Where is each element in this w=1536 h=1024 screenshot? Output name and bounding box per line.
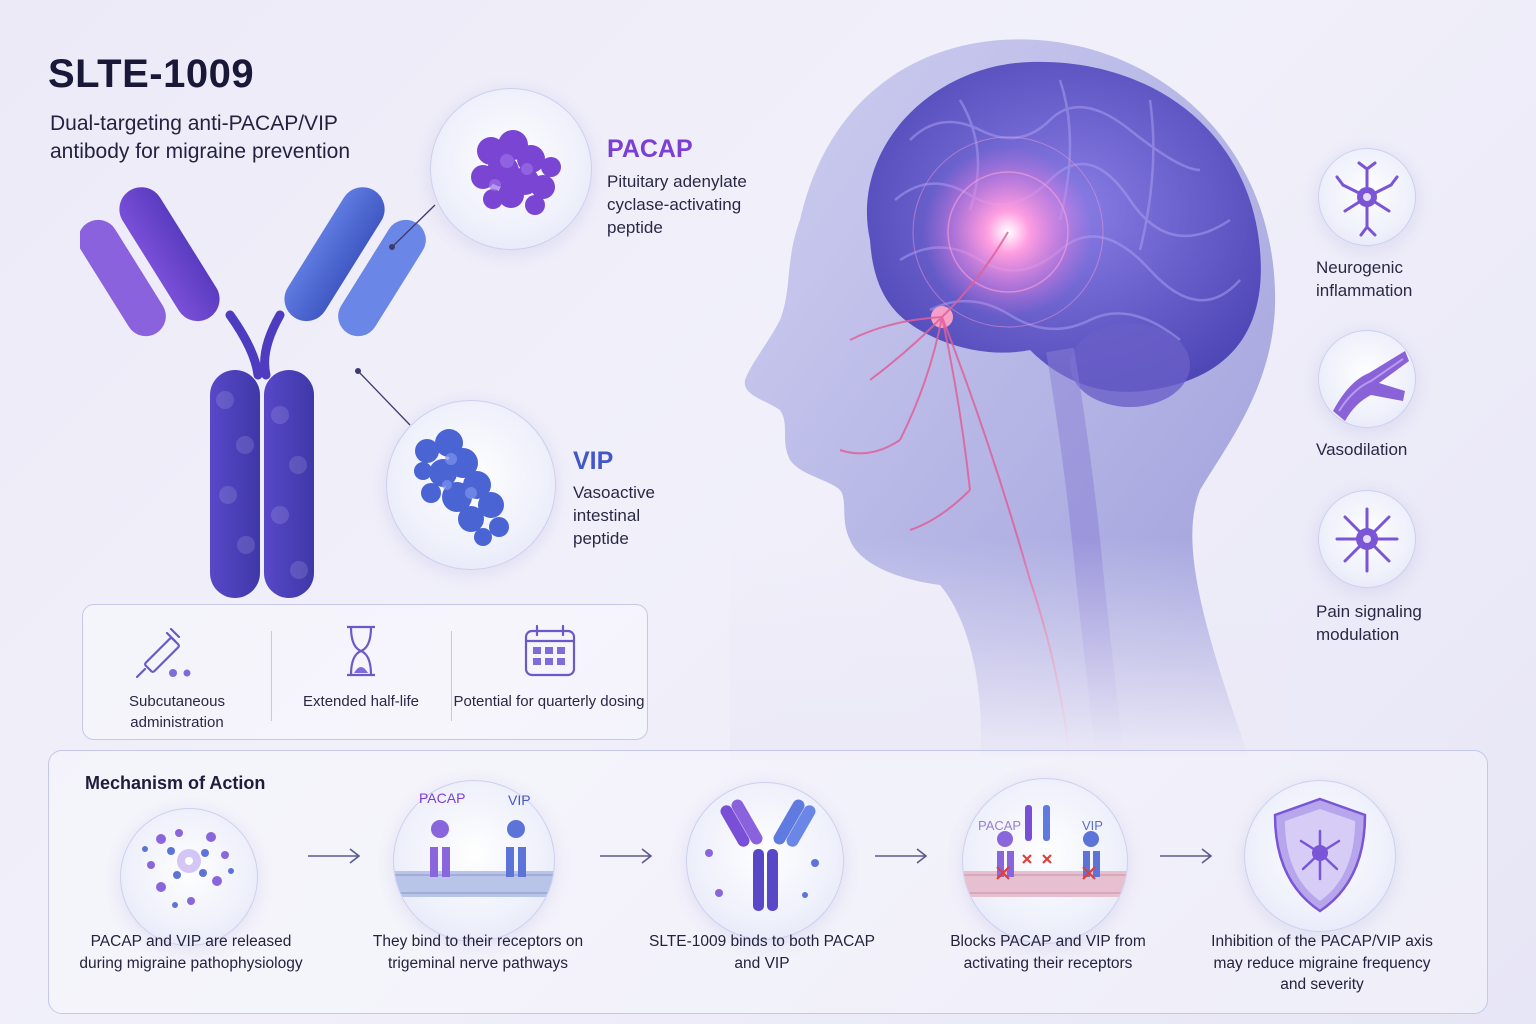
shield-icon — [1273, 797, 1367, 913]
property-subcutaneous-label: Subcutaneous administration — [129, 693, 225, 731]
arrow-icon — [308, 848, 361, 864]
effect-pain-signaling: Pain signaling modulation — [1316, 602, 1422, 644]
released-peptides-icon — [142, 829, 234, 908]
step-4-pacap-tag: PACAP — [978, 818, 1022, 833]
blood-vessel-icon — [1333, 351, 1409, 421]
mechanism-title: Mechanism of Action — [85, 773, 266, 793]
hourglass-icon — [347, 625, 375, 677]
pacap-molecule-icon — [471, 130, 561, 215]
step-2-illustration — [393, 780, 555, 942]
step-3-illustration — [686, 782, 844, 940]
neuron-signal-icon — [1335, 507, 1399, 573]
page-title: SLTE-1009 — [48, 52, 255, 96]
head-brain-illustration — [730, 20, 1290, 760]
pain-signaling-icon-circle — [1318, 490, 1416, 588]
neurogenic-inflammation-icon-circle — [1318, 148, 1416, 246]
vip-label: VIP — [573, 447, 614, 475]
properties-panel: Subcutaneous administration Extended hal… — [82, 604, 648, 740]
property-subcutaneous: Subcutaneous administration — [83, 605, 271, 739]
neuron-icon — [1335, 161, 1399, 237]
syringe-icon — [135, 627, 191, 679]
antibody-illustration — [80, 187, 436, 598]
property-half-life: Extended half-life — [271, 605, 451, 739]
property-quarterly-dosing-label: Potential for quarterly dosing — [453, 693, 645, 710]
vip-molecule-icon — [414, 429, 509, 546]
step-1-text: PACAP and VIP are released during migrai… — [79, 933, 303, 972]
step-4-illustration — [962, 778, 1128, 944]
property-divider — [271, 631, 272, 721]
property-half-life-label: Extended half-life — [303, 693, 419, 710]
arrow-icon — [600, 848, 653, 864]
receptor-blocked-icon — [963, 805, 1127, 897]
pacap-molecule-circle — [430, 88, 592, 250]
step-5-illustration — [1244, 780, 1396, 932]
effect-vasodilation: Vasodilation — [1316, 440, 1408, 459]
vasodilation-icon-circle — [1318, 330, 1416, 428]
property-quarterly-dosing: Potential for quarterly dosing — [451, 605, 647, 739]
step-4-vip-tag: VIP — [1082, 818, 1103, 833]
step-1-illustration — [120, 808, 258, 946]
receptor-binding-icon — [394, 820, 554, 897]
arrow-icon — [875, 848, 928, 864]
vip-molecule-circle — [386, 400, 556, 570]
step-2-pacap-tag: PACAP — [419, 790, 466, 806]
pacap-description: Pituitary adenylate cyclase-activating p… — [607, 172, 747, 237]
vip-description: Vasoactive intestinal peptide — [573, 483, 655, 548]
step-3-text: SLTE-1009 binds to both PACAP and VIP — [648, 933, 876, 972]
step-2-vip-tag: VIP — [508, 792, 531, 808]
step-4-text: Blocks PACAP and VIP from activating the… — [950, 933, 1146, 972]
arrow-icon — [1160, 848, 1213, 864]
calendar-icon — [524, 624, 576, 677]
antibody-binding-icon — [705, 799, 819, 911]
page-subtitle: Dual-targeting anti-PACAP/VIP antibody f… — [50, 112, 351, 163]
effect-neurogenic-inflammation: Neurogenic inflammation — [1316, 258, 1413, 300]
step-5-text: Inhibition of the PACAP/VIP axis may red… — [1211, 933, 1433, 993]
pacap-label: PACAP — [607, 135, 693, 163]
step-2-text: They bind to their receptors on trigemin… — [372, 933, 584, 972]
property-divider — [451, 631, 452, 721]
